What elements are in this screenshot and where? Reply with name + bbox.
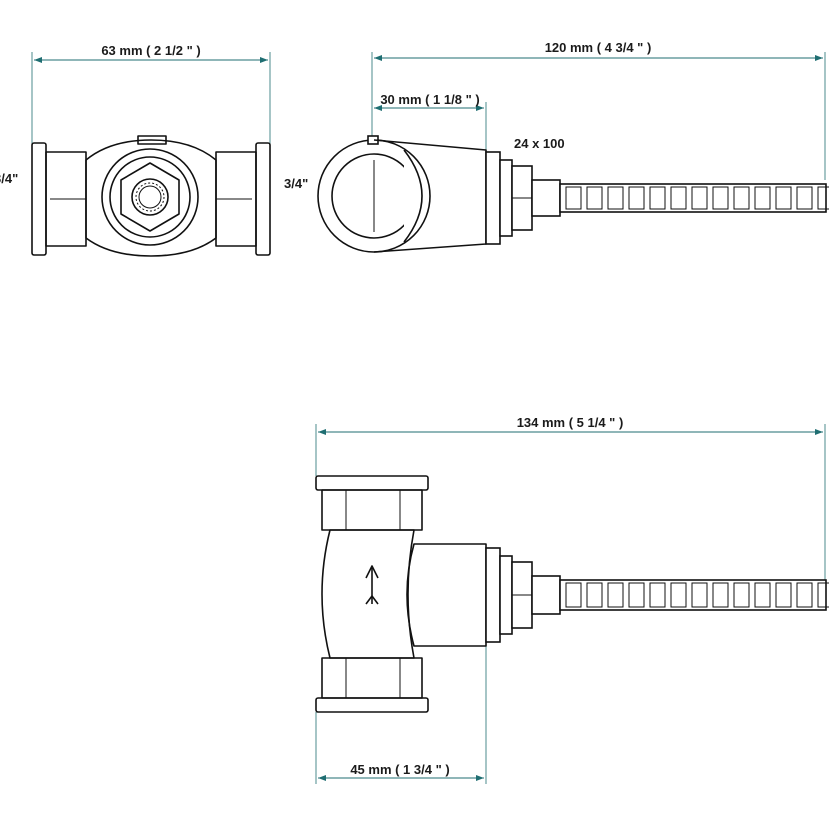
hex-nut — [120, 162, 180, 232]
spline-tooth — [712, 186, 729, 210]
spline-teeth-bottom — [565, 582, 829, 608]
top-left-view: 63 mm ( 2 1/2 " ) 3/4" — [0, 43, 271, 257]
valve-body-front — [85, 139, 217, 257]
bonnet-curve — [403, 149, 423, 243]
dim-45mm: 45 mm ( 1 3/4 " ) — [315, 640, 487, 784]
spline-tooth — [691, 582, 708, 608]
spline-tooth — [649, 186, 666, 210]
spline-tooth — [670, 186, 687, 210]
spline-tooth — [754, 582, 771, 608]
spline-tooth — [817, 582, 829, 608]
top-tab — [137, 135, 167, 145]
packing-nut-a — [499, 159, 513, 237]
dim-63mm: 63 mm ( 2 1/2 " ) — [31, 43, 271, 148]
bottom-bonnet — [406, 543, 487, 647]
spline-tooth — [691, 186, 708, 210]
spindle-inner — [138, 185, 162, 209]
dim-134mm: 134 mm ( 5 1/4 " ) — [315, 415, 826, 580]
dim-120mm: 120 mm ( 4 3/4 " ) — [371, 40, 826, 180]
dim-label-63mm: 63 mm ( 2 1/2 " ) — [101, 43, 200, 58]
spline-tooth — [565, 582, 582, 608]
spline-tooth — [817, 186, 829, 210]
spline-tooth — [649, 582, 666, 608]
stem-collar — [531, 179, 561, 217]
spline-tooth — [796, 186, 813, 210]
dim-label-45mm: 45 mm ( 1 3/4 " ) — [350, 762, 449, 777]
spline-tooth — [733, 186, 750, 210]
top-right-view: 120 mm ( 4 3/4 " ) 30 mm ( 1 1/8 " ) 24 … — [284, 40, 829, 253]
spline-tooth — [565, 186, 582, 210]
bottom-valve-body — [321, 529, 415, 659]
dim-label-134mm: 134 mm ( 5 1/4 " ) — [517, 415, 624, 430]
top-flange — [315, 475, 429, 491]
left-flange — [31, 142, 47, 256]
bottom-splined-stem — [559, 579, 827, 611]
spline-tooth — [607, 582, 624, 608]
spline-tooth — [670, 582, 687, 608]
body-circle-outer — [101, 148, 199, 246]
bottom-bonnet-ring — [485, 547, 501, 643]
thread-label-left: 3/4" — [0, 171, 18, 186]
spindle-outer — [131, 178, 169, 216]
splined-stem — [559, 183, 827, 213]
thread-label-right: 3/4" — [284, 176, 308, 191]
body-circle-inner — [109, 156, 191, 238]
bottom-stem-collar — [531, 575, 561, 615]
bottom-view: 134 mm ( 5 1/4 " ) 45 mm ( 1 3/4 " ) — [315, 415, 829, 784]
bottom-flange — [315, 697, 429, 713]
right-flange — [255, 142, 271, 256]
spline-tooth — [733, 582, 750, 608]
spline-tooth — [712, 582, 729, 608]
spline-tooth — [628, 186, 645, 210]
spline-tooth — [754, 186, 771, 210]
spline-tooth — [775, 186, 792, 210]
spline-teeth — [565, 186, 829, 210]
spline-tooth — [607, 186, 624, 210]
spline-tooth — [586, 186, 603, 210]
dim-label-30mm: 30 mm ( 1 1/8 " ) — [380, 92, 479, 107]
top-nut — [321, 489, 423, 531]
spline-tooth — [628, 582, 645, 608]
spline-tooth — [775, 582, 792, 608]
spline-tooth — [586, 582, 603, 608]
bonnet-ring — [485, 151, 501, 245]
spline-tooth — [796, 582, 813, 608]
bottom-nut — [321, 657, 423, 699]
flow-arrow-icon — [365, 565, 379, 605]
dim-label-120mm: 120 mm ( 4 3/4 " ) — [545, 40, 652, 55]
dim-30mm: 30 mm ( 1 1/8 " ) — [374, 92, 487, 150]
bottom-packing-a — [499, 555, 513, 635]
stem-spec-label: 24 x 100 — [514, 136, 565, 151]
